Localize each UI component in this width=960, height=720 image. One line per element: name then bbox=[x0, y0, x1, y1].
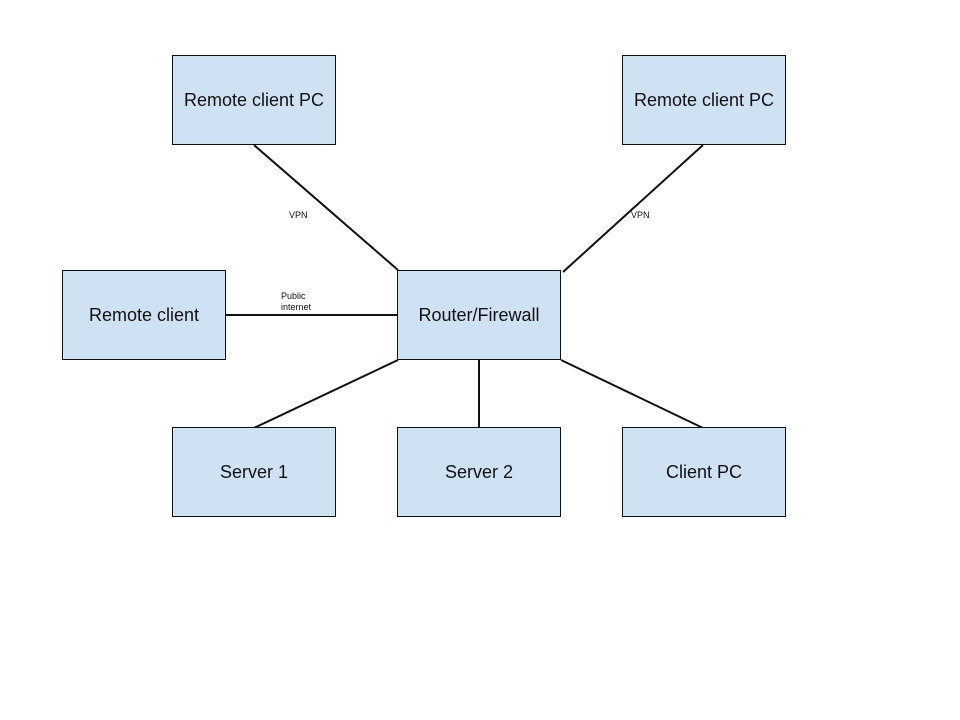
edge-router-server1 bbox=[253, 359, 399, 429]
edge-label-vpn-left: VPN bbox=[289, 210, 308, 220]
edge-router-client-pc bbox=[560, 359, 704, 429]
node-server-1: Server 1 bbox=[172, 427, 336, 517]
edge-label-public-internet: Public internet bbox=[281, 291, 312, 312]
node-remote-client-pc-left: Remote client PC bbox=[172, 55, 336, 145]
node-remote-client-pc-right: Remote client PC bbox=[622, 55, 786, 145]
edge-remote-pc-left-router bbox=[253, 144, 399, 271]
edge-remote-pc-right-router bbox=[562, 144, 704, 273]
node-remote-client: Remote client bbox=[62, 270, 226, 360]
node-client-pc: Client PC bbox=[622, 427, 786, 517]
node-router-firewall: Router/Firewall bbox=[397, 270, 561, 360]
node-server-2: Server 2 bbox=[397, 427, 561, 517]
edge-label-vpn-right: VPN bbox=[631, 210, 650, 220]
